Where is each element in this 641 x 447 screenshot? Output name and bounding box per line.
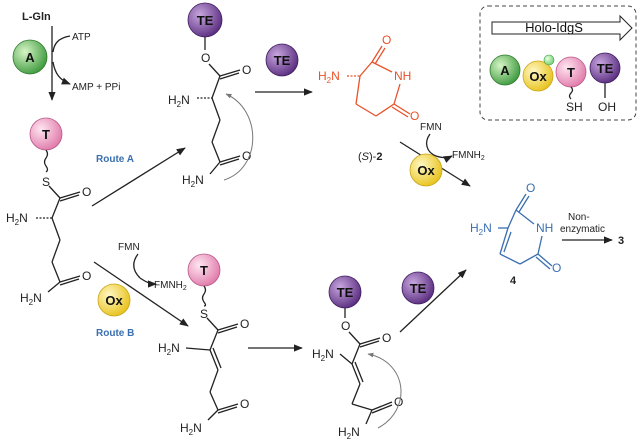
holo-oh-label: OH <box>598 100 616 114</box>
t-domain-sphere-1: T <box>29 117 63 151</box>
c2-nh: NH <box>394 69 411 83</box>
holo-linker-dot <box>543 54 555 66</box>
compound-4-label: 4 <box>510 275 517 287</box>
te-domain-label-4: TE <box>410 281 427 296</box>
c2-o-top: O <box>382 33 391 47</box>
holo-a-domain: A <box>489 54 521 86</box>
o-atom-8: O <box>341 319 350 333</box>
fmn-label-2: FMN <box>420 122 442 133</box>
o-atom-6: O <box>240 317 249 331</box>
te-domain-sphere-2: TE <box>265 43 299 77</box>
c4-h2n: H2N <box>470 221 492 237</box>
fmnh2-label-1: FMNH2 <box>154 280 187 292</box>
c2-o-bottom: O <box>410 109 419 123</box>
to-compound-4-arrow <box>399 269 467 333</box>
o-atom-7: O <box>240 397 249 411</box>
ox-domain-label-2: Ox <box>417 163 435 178</box>
route-b-label: Route B <box>96 328 134 339</box>
atp-label: ATP <box>72 32 91 43</box>
holo-t-wavy <box>568 86 574 100</box>
a-domain-sphere: A <box>12 39 48 75</box>
wavy-link-2 <box>201 285 207 307</box>
holo-ox-domain: Ox <box>522 60 554 92</box>
h2n-label-4: H2N <box>182 173 204 189</box>
h2n-label-8: H2N <box>338 425 360 441</box>
te-domain-label-1: TE <box>197 13 214 28</box>
te-domain-label-2: TE <box>274 53 291 68</box>
t-domain-label-1: T <box>42 127 50 142</box>
holo-te-domain: TE <box>589 52 621 84</box>
holo-ox-label: Ox <box>529 69 547 84</box>
o-atom-5: O <box>242 149 251 163</box>
non-enzymatic-line2: enzymatic <box>560 224 605 235</box>
holo-a-label: A <box>500 63 510 78</box>
t-domain-sphere-2: T <box>187 253 221 287</box>
cyclization-curve-2 <box>367 352 402 429</box>
compound-3-label: 3 <box>618 235 624 247</box>
te-domain-sphere-4: TE <box>401 271 435 305</box>
ox-domain-label-1: Ox <box>105 293 123 308</box>
h2n-label-7: H2N <box>312 347 334 363</box>
atp-in-curve <box>52 35 71 53</box>
h2n-label-3: H2N <box>168 93 190 109</box>
non-enzymatic-line1: Non- <box>568 212 590 223</box>
t-domain-label-2: T <box>200 263 208 278</box>
fmn-curve-2 <box>425 133 437 157</box>
substrate-label: L-Gln <box>22 11 51 23</box>
c4-o-top: O <box>526 181 535 195</box>
holo-t-domain: T <box>555 56 587 88</box>
holo-t-label: T <box>567 65 575 80</box>
compound-4-structure: H2N O NH O <box>470 181 561 275</box>
o-atom-2: O <box>82 269 91 283</box>
compound-2-structure: H2N O NH O <box>318 33 419 123</box>
c4-nh: NH <box>536 221 553 235</box>
o-atom-1: O <box>82 185 91 199</box>
s-atom-1: S <box>42 175 50 189</box>
h2n-label-1: H2N <box>6 211 28 227</box>
route-b-arrow <box>93 261 189 327</box>
o-atom-10: O <box>394 395 403 409</box>
amp-ppi-label: AMP + PPi <box>72 82 120 93</box>
holo-sh-label: SH <box>566 100 583 114</box>
a-domain-label: A <box>25 50 35 65</box>
fmn-label-1: FMN <box>118 242 140 253</box>
o-atom-4: O <box>242 63 251 77</box>
o-atom-9: O <box>382 331 391 345</box>
fmn-curve-1 <box>133 253 141 279</box>
route-a-label: Route A <box>96 154 134 165</box>
amp-out-curve <box>52 61 71 85</box>
cyclization-curve-1 <box>223 93 254 181</box>
h2n-label-6: H2N <box>180 421 202 437</box>
route-a-arrow <box>91 147 186 207</box>
h2n-label-5: H2N <box>158 341 180 357</box>
fmnh2-label-2: FMNH2 <box>452 150 485 162</box>
te-domain-sphere-1: TE <box>187 2 223 38</box>
holo-idgs-legend: Holo-IdgS A Ox T TE SH OH <box>479 5 637 121</box>
c2-h2n: H2N <box>318 69 340 85</box>
s-atom-2: S <box>200 307 208 321</box>
te-domain-sphere-3: TE <box>328 275 362 309</box>
h2n-label-2: H2N <box>20 291 42 307</box>
holo-arrow-shape <box>491 14 633 42</box>
te-domain-label-3: TE <box>337 285 354 300</box>
ox-domain-sphere-1: Ox <box>97 283 131 317</box>
compound-2-label: (S)-2 <box>358 151 382 163</box>
c4-o-bottom: O <box>552 261 561 275</box>
wavy-link-1 <box>43 149 49 173</box>
holo-title: Holo-IdgS <box>525 20 583 35</box>
o-atom-3: O <box>201 51 210 65</box>
ox-domain-sphere-2: Ox <box>409 153 443 187</box>
holo-te-label: TE <box>597 61 614 76</box>
